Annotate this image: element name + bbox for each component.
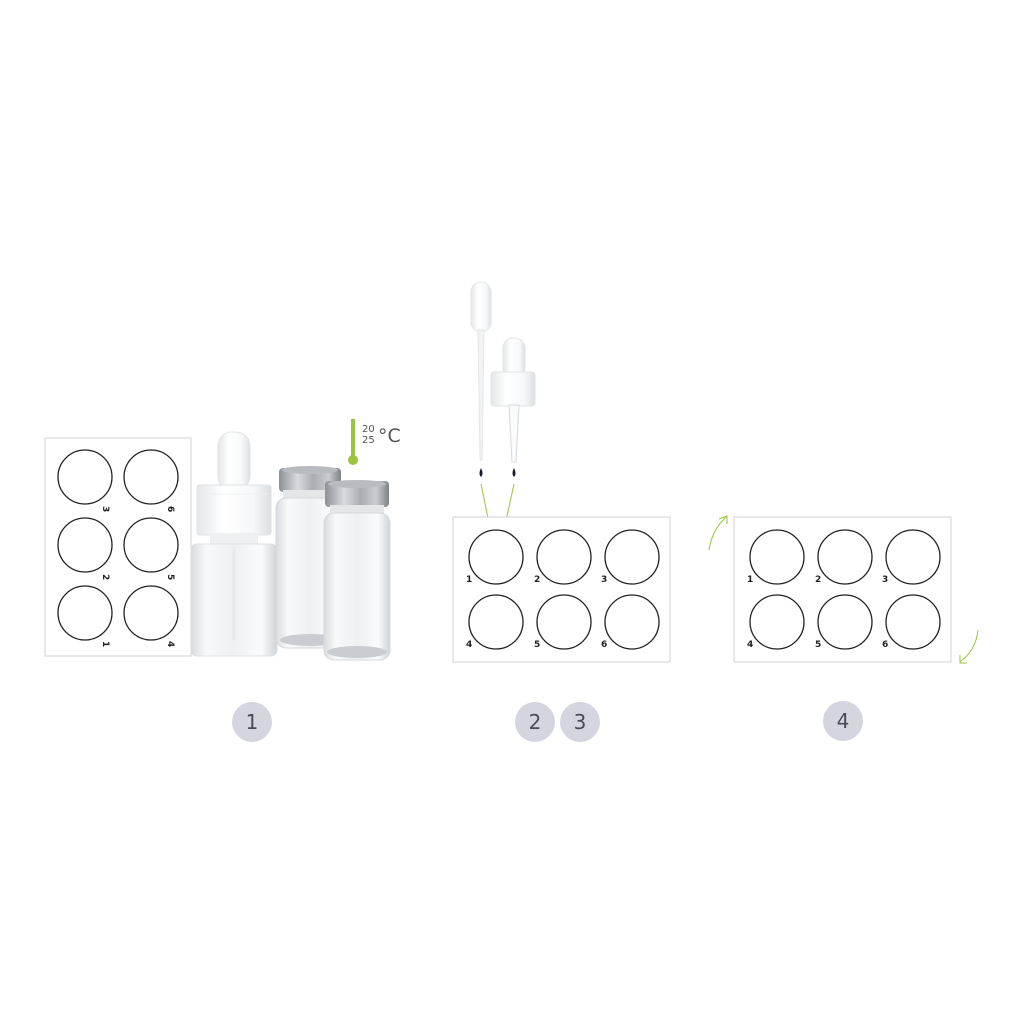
well-number: 4 [747,640,753,650]
dropper-bottle [190,431,278,657]
step-number: 1 [246,710,259,734]
well-number: 5 [534,640,540,650]
well-card-3: 1 2 3 4 5 6 [733,516,952,663]
well-number: 2 [534,575,540,585]
temperature-unit: °C [378,425,401,447]
step-badge-2: 2 [515,702,555,742]
well-number: 3 [882,575,888,585]
vial-front [323,480,391,661]
well-number: 2 [815,575,821,585]
well-number: 1 [466,575,472,585]
well-number: 6 [882,640,888,650]
pipette-icon [470,281,492,461]
well-number: 1 [747,575,753,585]
well-number: 2 [100,574,110,580]
well-number: 3 [100,506,110,512]
step-number: 4 [837,709,850,733]
well-number: 5 [815,640,821,650]
step-number: 2 [529,710,542,734]
well-number: 1 [100,641,110,647]
drop-icon [479,468,516,477]
step-badge-1: 1 [232,702,272,742]
dropper-icon [490,337,536,463]
well-number: 4 [165,641,175,647]
rotate-arrow-icon [708,515,979,664]
well-number: 6 [601,640,607,650]
step-badge-3: 3 [560,702,600,742]
thermometer-icon [348,419,358,465]
step-badge-4: 4 [823,701,863,741]
temperature-high: 25 [362,435,375,446]
well-number: 6 [165,506,175,512]
well-card-2: 1 2 3 4 5 6 [452,516,671,663]
well-number: 3 [601,575,607,585]
temperature-low: 20 [362,424,375,435]
well-number: 4 [466,640,472,650]
step-number: 3 [574,710,587,734]
well-number: 5 [165,574,175,580]
well-card-1: 3 6 2 5 1 4 [44,437,192,657]
